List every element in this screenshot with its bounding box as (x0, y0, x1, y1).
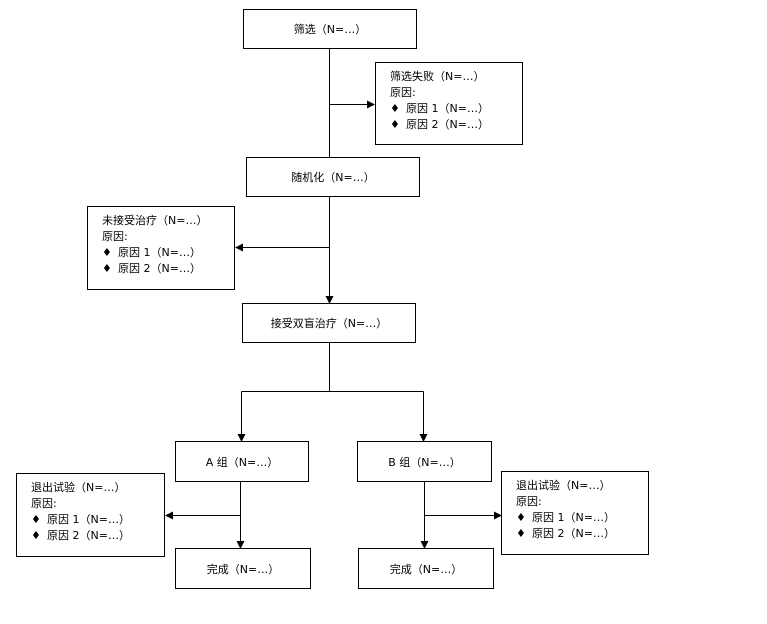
group-b-box: B 组（N=…） (357, 441, 492, 482)
diamond-bullet-icon: ♦ (516, 527, 526, 540)
withdraw-a-title: 退出试验（N=…） (31, 481, 126, 494)
diamond-bullet-icon: ♦ (516, 511, 526, 524)
withdraw-b-title: 退出试验（N=…） (516, 479, 611, 492)
reason-text: 原因 1（N=…） (47, 513, 130, 526)
reason-text: 原因 1（N=…） (118, 246, 201, 259)
not-treated-reason-1: ♦ 原因 1（N=…） (102, 245, 234, 261)
complete-b-label: 完成（N=…） (389, 562, 463, 576)
withdraw-b-box: 退出试验（N=…） 原因: ♦ 原因 1（N=…） ♦ 原因 2（N=…） (501, 471, 649, 555)
randomization-box: 随机化（N=…） (246, 157, 420, 197)
diamond-bullet-icon: ♦ (31, 529, 41, 542)
screen-fail-reason-2: ♦ 原因 2（N=…） (390, 117, 522, 133)
double-blind-box: 接受双盲治疗（N=…） (242, 303, 416, 343)
withdraw-a-reason-2: ♦ 原因 2（N=…） (31, 528, 164, 544)
diamond-bullet-icon: ♦ (31, 513, 41, 526)
diamond-bullet-icon: ♦ (102, 246, 112, 259)
reason-text: 原因 1（N=…） (532, 511, 615, 524)
randomization-label: 随机化（N=…） (291, 171, 375, 184)
not-treated-title: 未接受治疗（N=…） (102, 214, 208, 227)
withdraw-b-reason-2: ♦ 原因 2（N=…） (516, 526, 648, 542)
screening-label: 筛选（N=…） (293, 23, 367, 36)
screen-fail-box: 筛选失败（N=…） 原因: ♦ 原因 1（N=…） ♦ 原因 2（N=…） (375, 62, 523, 145)
withdraw-a-reason-label: 原因: (31, 497, 57, 510)
diamond-bullet-icon: ♦ (390, 102, 400, 115)
reason-text: 原因 1（N=…） (406, 102, 489, 115)
withdraw-b-reason-label: 原因: (516, 495, 542, 508)
complete-a-box: 完成（N=…） (175, 548, 311, 589)
reason-text: 原因 2（N=…） (532, 527, 615, 540)
group-a-box: A 组（N=…） (175, 441, 309, 482)
group-a-label: A 组（N=…） (205, 455, 279, 469)
group-b-label: B 组（N=…） (388, 455, 461, 469)
diamond-bullet-icon: ♦ (390, 118, 400, 131)
not-treated-reason-2: ♦ 原因 2（N=…） (102, 261, 234, 277)
complete-a-label: 完成（N=…） (206, 562, 280, 576)
diamond-bullet-icon: ♦ (102, 262, 112, 275)
screen-fail-reason-1: ♦ 原因 1（N=…） (390, 101, 522, 117)
screen-fail-title: 筛选失败（N=…） (390, 70, 485, 83)
screen-fail-reason-label: 原因: (390, 86, 416, 99)
withdraw-b-reason-1: ♦ 原因 1（N=…） (516, 510, 648, 526)
complete-b-box: 完成（N=…） (358, 548, 494, 589)
double-blind-label: 接受双盲治疗（N=…） (270, 317, 388, 330)
screening-box: 筛选（N=…） (243, 9, 417, 49)
not-treated-reason-label: 原因: (102, 230, 128, 243)
withdraw-a-box: 退出试验（N=…） 原因: ♦ 原因 1（N=…） ♦ 原因 2（N=…） (16, 473, 165, 557)
reason-text: 原因 2（N=…） (118, 262, 201, 275)
not-treated-box: 未接受治疗（N=…） 原因: ♦ 原因 1（N=…） ♦ 原因 2（N=…） (87, 206, 235, 290)
reason-text: 原因 2（N=…） (47, 529, 130, 542)
withdraw-a-reason-1: ♦ 原因 1（N=…） (31, 512, 164, 528)
reason-text: 原因 2（N=…） (406, 118, 489, 131)
